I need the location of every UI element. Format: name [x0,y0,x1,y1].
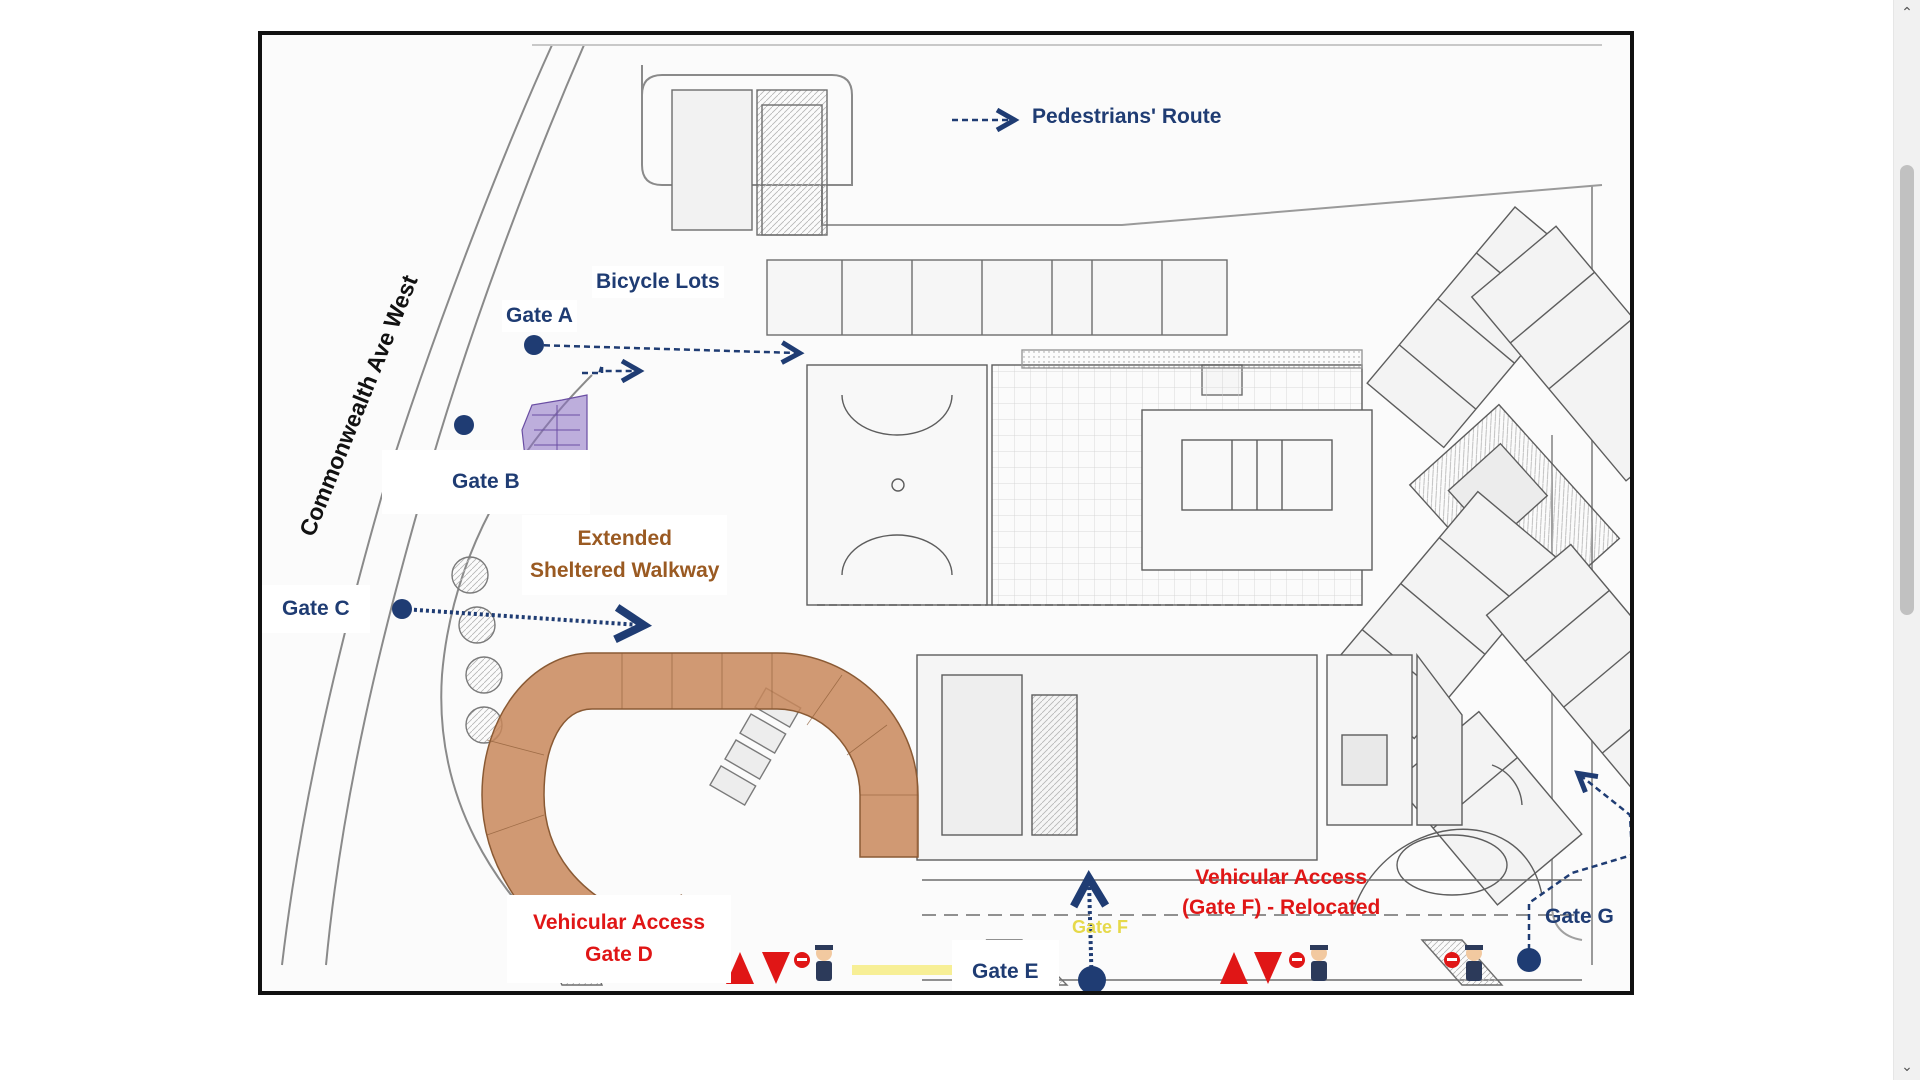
vehicular-access-gate-f-label: Vehicular Access (Gate F) - Relocated [1182,863,1380,923]
scroll-down-icon[interactable]: ⌄ [1901,1059,1913,1075]
scrollbar-thumb[interactable] [1900,165,1914,615]
bicycle-lots-label: Bicycle Lots [592,266,724,298]
sheltered-walkway-area [481,652,919,976]
red-triangle-down-icon [762,952,790,984]
scroll-up-icon[interactable]: ⌃ [1901,5,1913,21]
walkway-label-line2: Sheltered Walkway [530,559,720,582]
red-triangle-down-icon [1254,952,1282,984]
security-guard-icon [815,945,833,981]
gate-a-label: Gate A [502,300,577,332]
route-gate-b [582,365,637,373]
gate-f-label-line2: (Gate F) - Relocated [1182,896,1381,919]
walkway-label-line1: Extended [577,527,672,550]
gate-c-marker [392,599,412,619]
traffic-markers [726,952,1460,984]
gate-d-label-line1: Vehicular Access [533,911,705,934]
gate-f-plan-text: Gate F [1072,917,1129,937]
gate-d-label-line2: Gate D [585,943,653,966]
gate-e-marker [1078,966,1106,991]
gate-markers [392,335,1541,991]
legend-label: Pedestrians' Route [1032,105,1222,128]
walkway-segments [486,653,918,836]
gate-a-marker [524,335,544,355]
gate-f-label-line1: Vehicular Access [1195,866,1368,889]
gate-b-label: Gate B [382,450,590,514]
gate-c-label: Gate C [262,585,370,633]
red-triangle-up-icon [1220,952,1248,984]
security-guard-icon [1310,945,1328,981]
extended-sheltered-walkway-label: Extended Sheltered Walkway [522,515,728,595]
security-guard-icon [1465,945,1483,981]
route-gate-c [401,609,640,625]
courts [806,349,1373,606]
top-building [671,89,828,236]
site-plan-drawing [281,44,1630,991]
red-triangle-up-icon [726,952,754,984]
route-gate-a [533,345,797,353]
gate-g-marker [1517,948,1541,972]
gate-e-label: Gate E [952,940,1059,991]
vertical-scrollbar[interactable]: ⌃ ⌄ [1893,0,1920,1080]
vehicular-access-gate-d-label: Vehicular Access Gate D [507,895,731,983]
lower-buildings [916,652,1543,916]
gate-b-marker [454,415,474,435]
site-plan-map: Pedestrians' Route Commonwealth Ave West… [258,31,1634,995]
gate-g-label: Gate G [1545,905,1614,928]
route-gate-g [1527,775,1630,960]
